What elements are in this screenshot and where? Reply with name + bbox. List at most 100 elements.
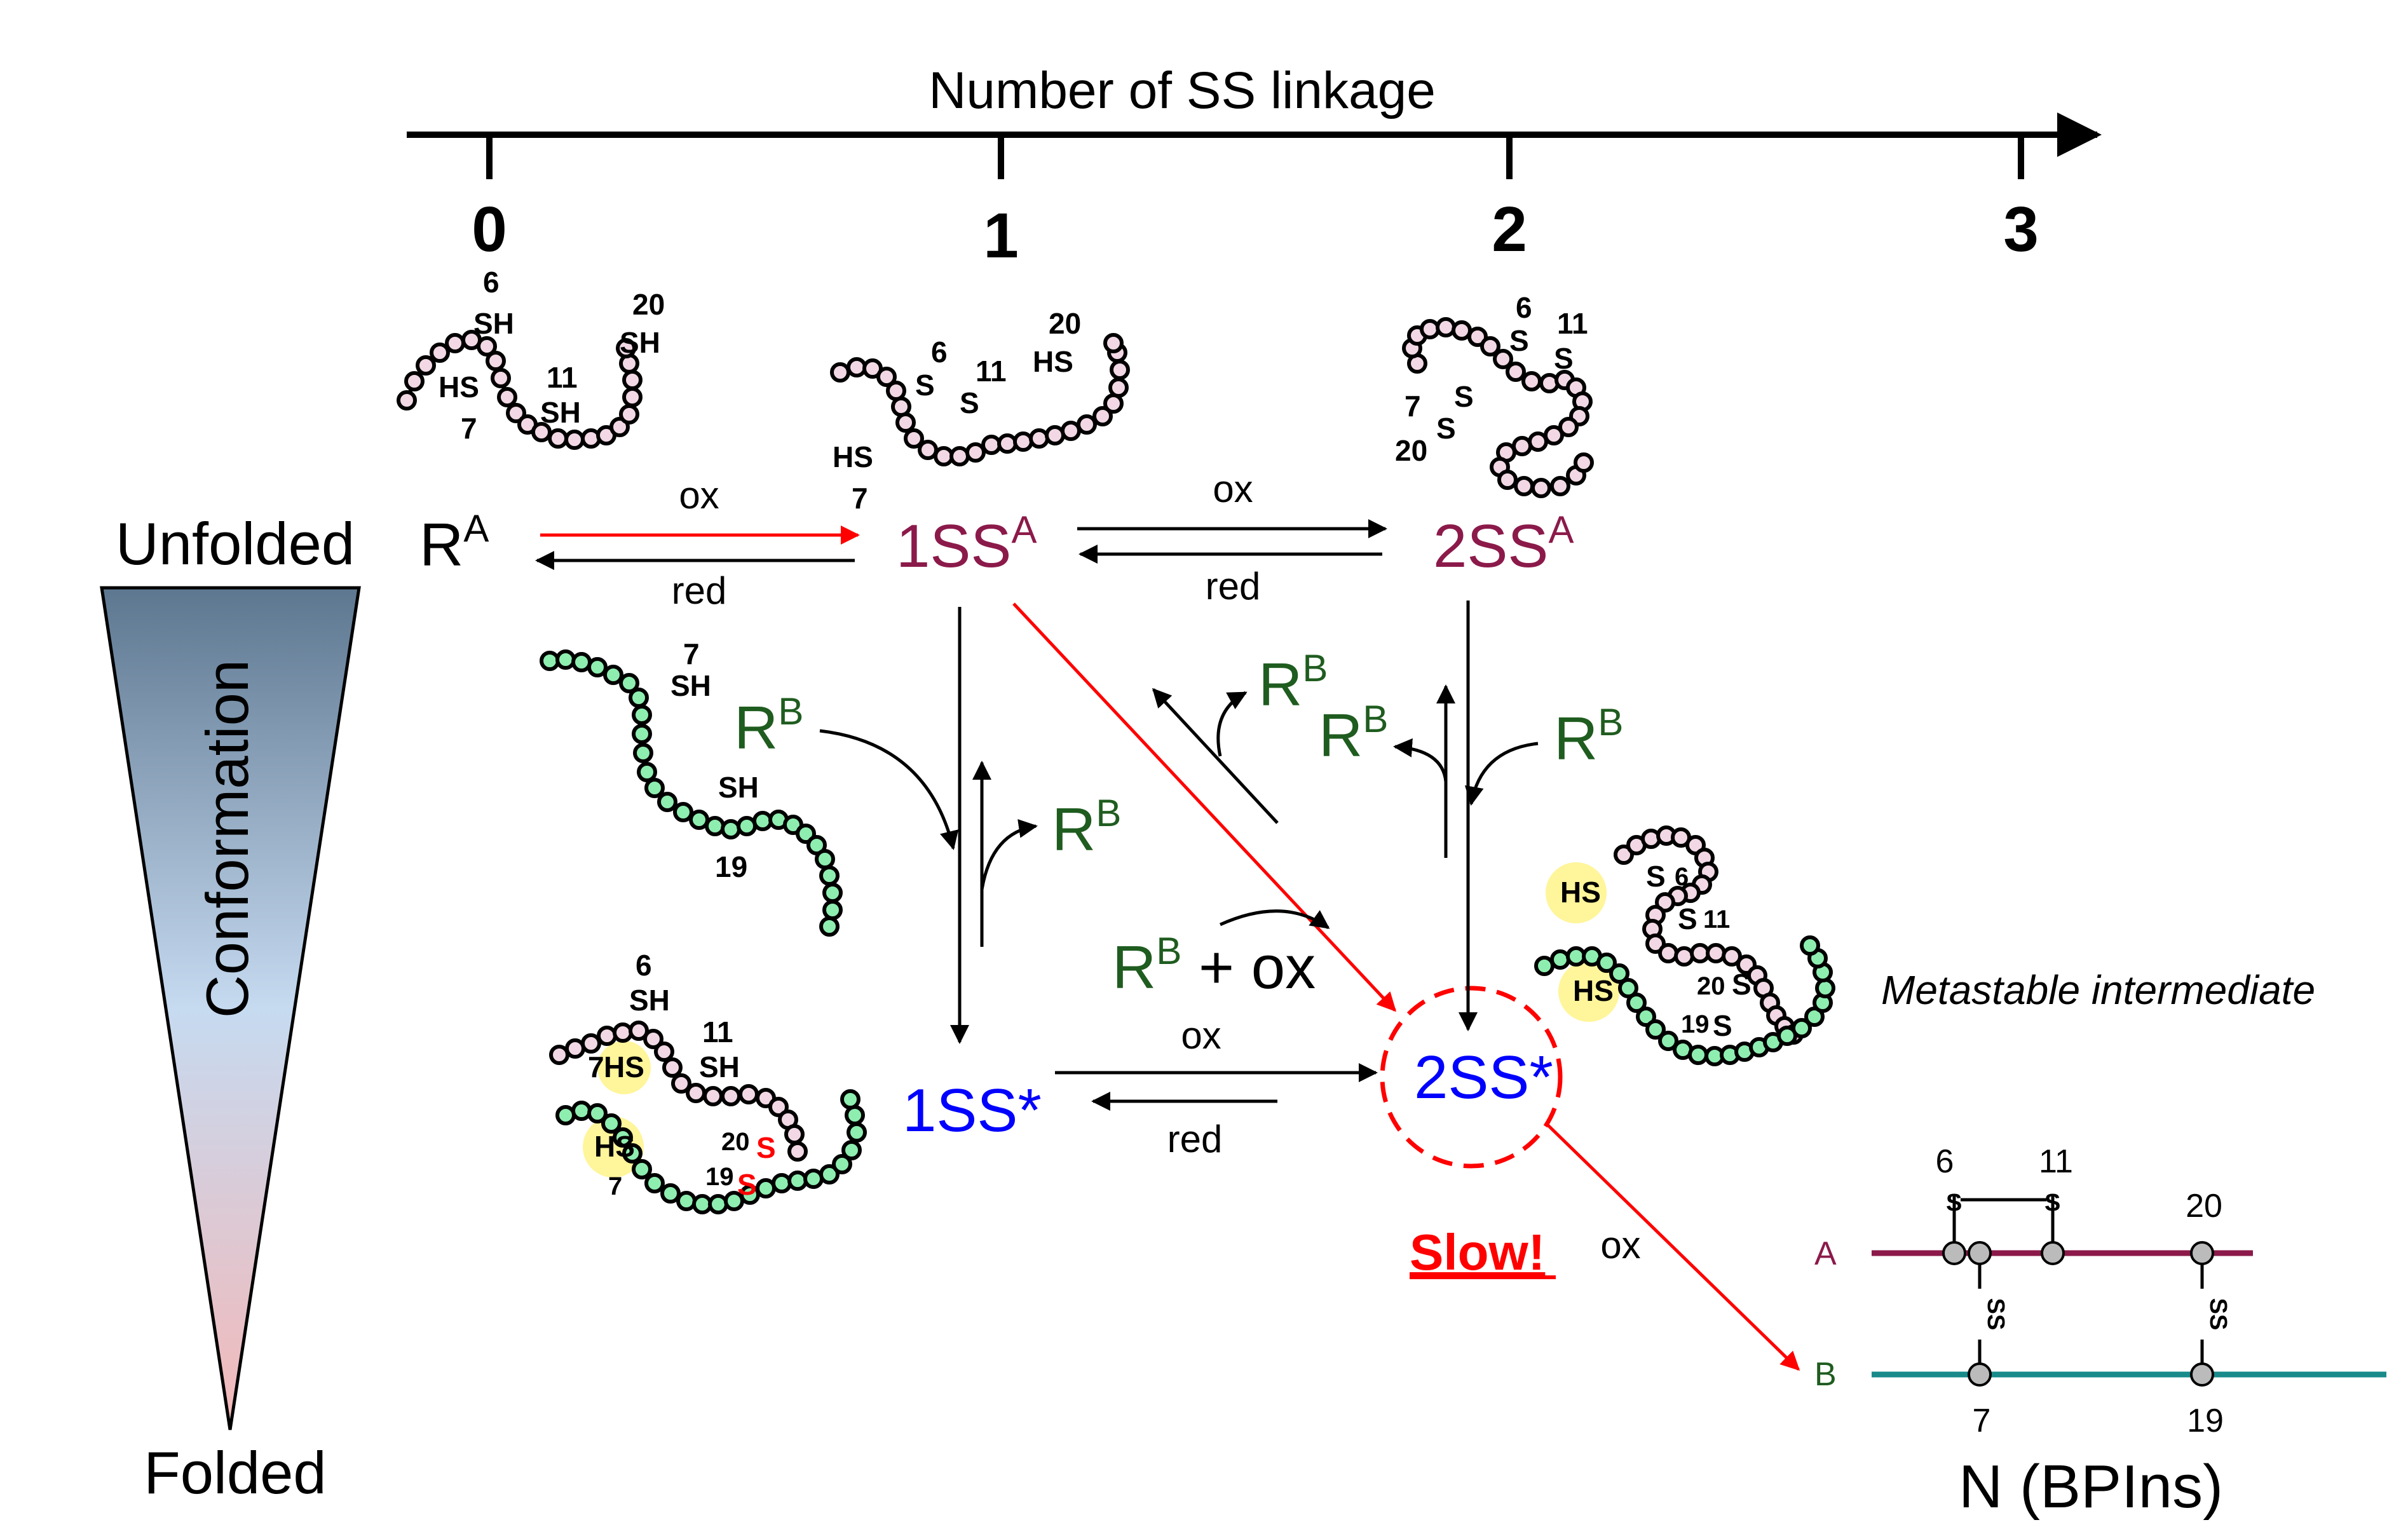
label-red-ra-1ssa: red [672, 569, 727, 612]
ss2a-res6: 6 [1516, 291, 1532, 324]
bead [895, 412, 916, 433]
bead [555, 649, 576, 670]
rb-beads [540, 649, 843, 937]
chain-1ssa-structure: 6 S 11 S HS 7 20 HS [830, 307, 1130, 515]
ss1a-res7: 7 [852, 482, 868, 515]
rb-sh7: SH [670, 669, 711, 702]
bead [1521, 371, 1542, 391]
conformation-triangle [100, 586, 361, 1430]
bead [1528, 431, 1548, 452]
ss1star-sh11: SH [699, 1050, 740, 1083]
native-label-b: B [1814, 1356, 1837, 1393]
bead [662, 1057, 683, 1078]
bead [1626, 993, 1647, 1013]
bead [673, 802, 693, 822]
meta-hs-b: HS [1573, 974, 1614, 1007]
bead [1792, 1018, 1812, 1038]
bead [787, 1141, 808, 1162]
bead [1420, 319, 1440, 339]
bead [1658, 1031, 1678, 1051]
bead [637, 762, 657, 782]
bead [597, 1026, 617, 1046]
bead [657, 792, 677, 812]
bead [654, 1042, 674, 1062]
bead [1077, 414, 1097, 435]
bead [632, 1159, 652, 1179]
bead [660, 1183, 681, 1204]
bead [1108, 377, 1129, 398]
label-ox-star: ox [1181, 1014, 1221, 1057]
final-step: Slow! ox [1410, 1123, 1800, 1371]
meta-s11: S [1678, 902, 1697, 935]
bead [622, 1143, 643, 1164]
ss2a-s6: S [1509, 324, 1529, 357]
bead [571, 1101, 592, 1121]
label-rb-plus-ox: RB + ox [1112, 930, 1316, 1001]
ra-res7: 7 [461, 412, 477, 445]
bead [832, 1154, 852, 1174]
bead [1609, 963, 1629, 984]
bead [632, 705, 652, 725]
bead [822, 883, 843, 903]
state-2ss-star: 2SS* [1414, 1043, 1553, 1111]
bead [644, 1173, 665, 1193]
slow-label: Slow! [1410, 1224, 1545, 1280]
arrow-rb-out-1 [980, 818, 1038, 890]
ss1star-s19: S [737, 1168, 757, 1201]
bead [1436, 317, 1456, 337]
meta-res20: 20 [1697, 972, 1725, 1000]
native-ss-7: SS [1982, 1298, 2009, 1331]
label-rb-in-1: RB [734, 690, 803, 762]
ss1star-res20: 20 [721, 1128, 750, 1156]
ss1a-res20: 20 [1049, 307, 1081, 340]
label-red-star: red [1167, 1118, 1223, 1160]
axis-title: Number of SS linkage [929, 62, 1436, 119]
bead [803, 1169, 824, 1189]
bead [830, 362, 850, 383]
arrows-2ssa-2ssstar: RB RB [1319, 601, 1623, 1031]
ra-res6: 6 [483, 266, 500, 299]
bead [613, 1127, 633, 1148]
ra-hs7: HS [439, 370, 479, 404]
ss1a-s6: S [915, 369, 935, 402]
bead [633, 743, 653, 763]
bead [1596, 953, 1617, 973]
ss1a-res6: 6 [931, 336, 948, 369]
bead [703, 1086, 723, 1106]
state-ra: RA [419, 507, 489, 579]
ra-sh6: SH [473, 307, 514, 340]
ss2a-s20: S [1436, 412, 1456, 445]
bead [676, 1191, 697, 1211]
bead [1092, 406, 1113, 426]
ra-sh20: SH [620, 326, 660, 359]
bead [965, 442, 986, 463]
bead [397, 390, 417, 411]
bead [787, 1171, 808, 1191]
bead [416, 355, 436, 376]
chain-2ssa-structure: 6 S 11 S S 7 S 20 [1395, 291, 1594, 498]
bead [1550, 949, 1570, 970]
ss1star-beads-a [549, 1021, 808, 1162]
bead [445, 333, 465, 353]
native-ss-19: SS [2205, 1298, 2231, 1331]
bead [1514, 476, 1534, 496]
bead [619, 404, 639, 424]
arrow-rb-out-2 [1393, 738, 1448, 782]
metastable-structure: HS S 6 S 11 HS 20 S 19 S Metastable inte… [1534, 825, 2315, 1066]
bead [1800, 935, 1820, 956]
bead [949, 446, 970, 466]
meta-s19: S [1713, 1009, 1732, 1042]
arrow-rb-out-diag [1216, 691, 1248, 757]
bead [643, 1029, 663, 1049]
native-ss-bg-7 [1970, 1289, 1989, 1340]
label-ox-final: ox [1600, 1224, 1640, 1266]
bead [904, 428, 924, 449]
bead [629, 1021, 649, 1041]
rb-sh19: SH [718, 771, 759, 804]
bead [819, 1164, 840, 1184]
state-1ssa: 1SSA [896, 508, 1037, 580]
label-ox-1ssa-2ssa: ox [1213, 468, 1253, 510]
bead [477, 336, 497, 356]
conformation-label: Conformation [194, 660, 261, 1018]
